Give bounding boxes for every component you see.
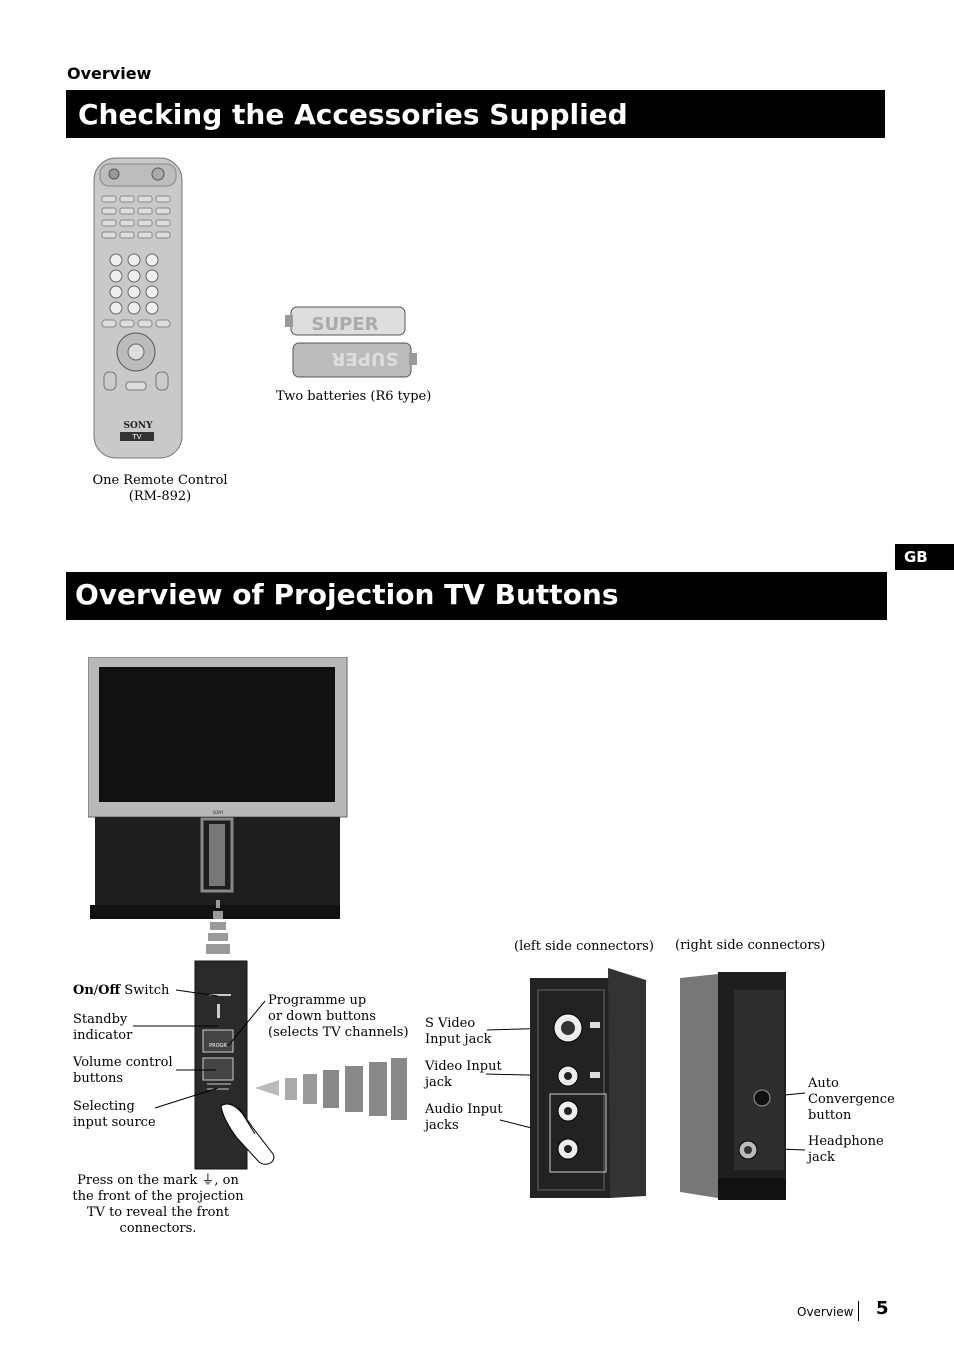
section-label: Overview <box>67 64 152 83</box>
press-mark-icon: ⏚ <box>201 1173 215 1188</box>
batteries-image: SUPER SUPER <box>285 306 417 378</box>
video-input-label: Video Input jack <box>425 1059 502 1090</box>
remote-control-image: SONY TV <box>93 157 183 459</box>
auto-convergence-label: Auto Convergence button <box>808 1076 895 1123</box>
left-side-caption: (left side connectors) <box>514 939 654 954</box>
selecting-input-label: Selecting input source <box>73 1099 156 1130</box>
page-number: 5 <box>876 1298 889 1319</box>
accessories-title: Checking the Accessories Supplied <box>66 90 885 138</box>
remote-caption: One Remote Control (RM-892) <box>92 473 228 504</box>
volume-control-label: Volume control buttons <box>73 1055 173 1086</box>
footer-label: Overview <box>797 1305 854 1319</box>
remote-brand: SONY <box>124 421 154 431</box>
audio-input-label: Audio Input jacks <box>425 1102 503 1133</box>
front-panel-image: PROGR <box>194 960 275 1170</box>
press-note: Press on the mark ⏚, on the front of the… <box>72 1173 244 1236</box>
svg-text:SONY: SONY <box>212 810 224 815</box>
batteries-caption: Two batteries (R6 type) <box>276 389 432 404</box>
svg-text:PROGR: PROGR <box>209 1043 227 1049</box>
right-side-connectors-image <box>680 972 786 1200</box>
on-off-switch-label: On/Off Switch <box>73 983 170 998</box>
left-side-connectors-image <box>530 968 646 1198</box>
headphone-jack-label: Headphone jack <box>808 1134 884 1165</box>
s-video-input-label: S Video Input jack <box>425 1016 492 1047</box>
standby-indicator-label: Standby indicator <box>73 1012 133 1043</box>
remote-badge: TV <box>131 433 141 441</box>
language-tab: GB <box>895 544 954 570</box>
beam-graphic <box>255 1058 407 1120</box>
projection-tv-image: SONY <box>88 657 348 954</box>
footer-divider <box>858 1301 859 1321</box>
overview-title: Overview of Projection TV Buttons <box>66 572 887 620</box>
svg-text:SUPER: SUPER <box>331 348 398 369</box>
programme-buttons-label: Programme up or down buttons (selects TV… <box>268 993 409 1040</box>
svg-text:SUPER: SUPER <box>312 314 379 335</box>
right-side-caption: (right side connectors) <box>675 938 826 953</box>
